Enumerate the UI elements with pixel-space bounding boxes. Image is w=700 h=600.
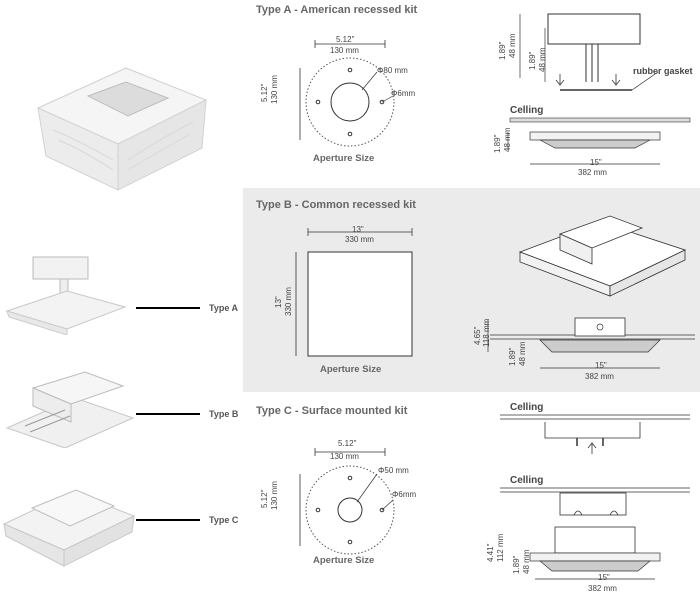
type-b-fixture-width-mm: 382 mm [585, 372, 614, 381]
type-a-mounting-drawing [507, 13, 691, 165]
type-a-height-inches: 5.12" [260, 83, 269, 102]
rubber-gasket-label: rubber gasket [633, 66, 693, 76]
type-a-hole-80: Φ80 mm [377, 66, 408, 75]
type-c-fixture-height-mm: 112 mm [496, 533, 505, 562]
type-b-fixture-width-inches: 15" [595, 361, 607, 370]
type-b-title: Type B - Common recessed kit [256, 199, 416, 211]
type-a-hole-6: Φ6mm [391, 89, 416, 98]
type-c-title: Type C - Surface mounted kit [256, 405, 408, 417]
type-c-mounting-drawing [500, 487, 690, 580]
type-a-pointer-line [136, 307, 200, 309]
type-c-pointer-line [136, 519, 200, 521]
type-a-aperture-caption: Aperture Size [313, 153, 375, 164]
type-b-aperture-drawing [295, 228, 413, 357]
type-c-bracket-drawing [500, 414, 690, 454]
type-a-title: Type A - American recessed kit [256, 4, 418, 16]
type-c-hole-50: Φ50 mm [378, 466, 409, 475]
type-c-hole-6: Φ6mm [392, 490, 417, 499]
type-a-fixture-width-inches: 15" [590, 158, 602, 167]
type-b-pointer-line [136, 413, 200, 415]
type-c-ceiling-label-top: Celling [510, 402, 544, 413]
type-a-fixture-width-mm: 382 mm [578, 168, 607, 177]
type-c-width-inches: 5.12" [338, 439, 357, 448]
type-c-lens-height-mm: 48 mm [522, 549, 531, 574]
type-a-rod-height-mm: 48 mm [538, 47, 547, 72]
type-c-kit-illustration [2, 489, 136, 567]
type-a-width-inches: 5.12" [336, 35, 355, 44]
type-b-fixture-height-mm: 118 mm [482, 318, 491, 347]
type-b-lens-height-inches: 1.89" [508, 347, 517, 366]
type-a-rod-height-inches: 1.89" [528, 51, 537, 70]
type-c-fixture-width-inches: 15" [598, 573, 610, 582]
type-a-box-height-mm: 48 mm [508, 33, 517, 58]
type-a-height-mm: 130 mm [270, 75, 279, 104]
type-b-width-inches: 13" [352, 225, 364, 234]
type-b-lens-height-mm: 48 mm [518, 341, 527, 366]
type-b-kit-illustration [5, 371, 135, 448]
type-a-fixture-height-mm: 48 mm [503, 127, 512, 152]
type-b-height-inches: 13" [274, 296, 283, 308]
type-a-label: Type A [209, 303, 239, 313]
type-b-height-mm: 330 mm [284, 287, 293, 316]
type-c-fixture-width-mm: 382 mm [588, 584, 617, 593]
type-b-fixture-height-inches: 4.65" [473, 326, 482, 345]
type-b-mounting-drawing [487, 215, 695, 369]
type-c-ceiling-label-bottom: Celling [510, 475, 544, 486]
type-c-width-mm: 130 mm [330, 452, 359, 461]
type-c-fixture-height-inches: 4.41" [486, 543, 495, 562]
type-c-label: Type C [209, 515, 239, 525]
type-c-aperture-caption: Aperture Size [313, 555, 375, 566]
main-luminaire-illustration [36, 67, 208, 191]
type-a-aperture-drawing [299, 40, 395, 147]
type-c-height-inches: 5.12" [260, 489, 269, 508]
type-b-width-mm: 330 mm [345, 235, 374, 244]
type-a-fixture-height-inches: 1.89" [493, 134, 502, 153]
type-b-aperture-caption: Aperture Size [320, 364, 382, 375]
type-b-label: Type B [209, 409, 239, 419]
type-c-lens-height-inches: 1.89" [512, 555, 521, 574]
type-a-ceiling-label: Celling [510, 105, 544, 116]
type-a-kit-illustration [5, 256, 127, 335]
type-a-width-mm: 130 mm [330, 46, 359, 55]
type-a-box-height-inches: 1.89" [498, 41, 507, 60]
type-c-height-mm: 130 mm [270, 481, 279, 510]
type-c-aperture-drawing [299, 448, 395, 555]
